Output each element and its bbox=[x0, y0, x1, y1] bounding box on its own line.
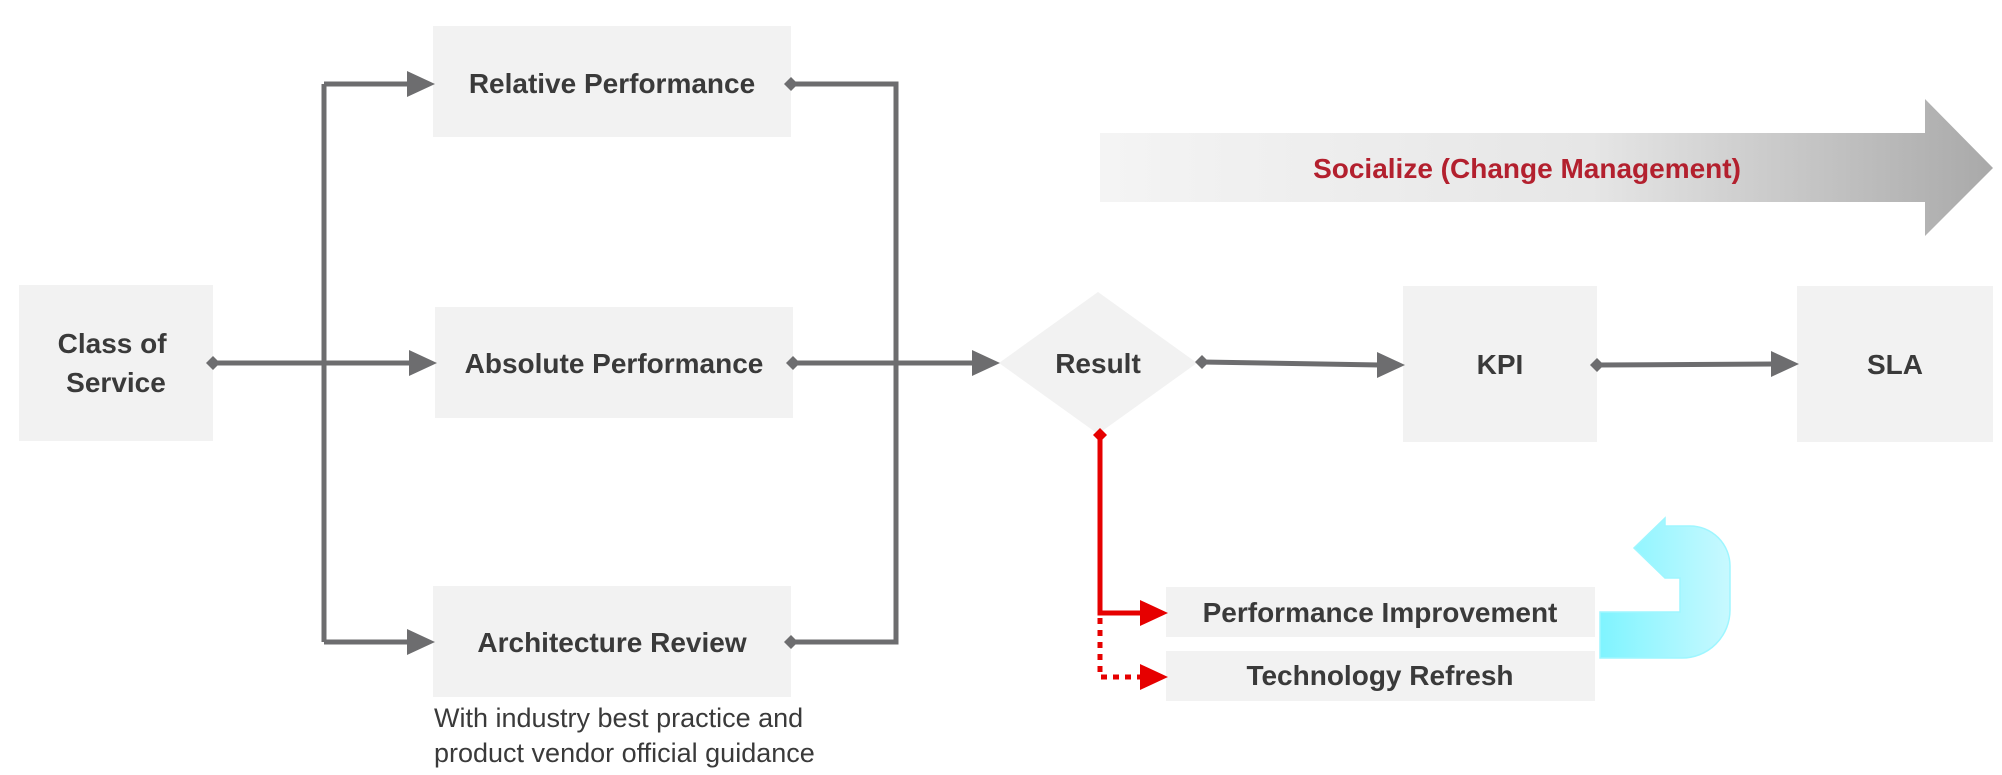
architecture-review-box: Architecture Review bbox=[433, 586, 791, 697]
arrowhead-to-architecture bbox=[407, 629, 435, 655]
architecture-review-rect bbox=[433, 586, 791, 697]
sla-rect bbox=[1797, 286, 1993, 442]
dot-relative bbox=[784, 77, 798, 91]
dot-result bbox=[1195, 355, 1209, 369]
result-diamond-shape bbox=[999, 292, 1197, 434]
class-of-service-label-line1: Class of bbox=[58, 328, 168, 359]
connector-result-to-kpi bbox=[1201, 359, 1381, 368]
gray-connector-dots bbox=[206, 77, 1604, 649]
technology-refresh-label: Technology Refresh bbox=[1246, 660, 1513, 691]
performance-improvement-rect bbox=[1166, 587, 1595, 637]
arrowhead-to-absolute bbox=[409, 350, 437, 376]
result-diamond: Result bbox=[999, 292, 1197, 434]
connector-result-to-refresh-dotted bbox=[1097, 618, 1146, 680]
connector-result-to-improvement bbox=[1097, 435, 1146, 616]
architecture-review-note: With industry best practice and product … bbox=[434, 703, 815, 768]
arrowhead-to-result bbox=[972, 350, 1000, 376]
technology-refresh-rect bbox=[1166, 651, 1595, 701]
arrowhead-to-sla bbox=[1771, 351, 1799, 377]
u-turn-arrow-shape bbox=[1599, 516, 1731, 659]
u-turn-arrow-icon bbox=[1599, 516, 1731, 659]
relative-performance-rect bbox=[433, 26, 791, 137]
kpi-box: KPI bbox=[1403, 286, 1597, 442]
absolute-performance-box: Absolute Performance bbox=[435, 307, 793, 418]
kpi-rect bbox=[1403, 286, 1597, 442]
absolute-performance-rect bbox=[435, 307, 793, 418]
class-of-service-label: Class of Service bbox=[58, 328, 175, 398]
change-management-banner: Socialize (Change Management) bbox=[1100, 99, 1993, 236]
gray-arrowheads bbox=[407, 71, 1799, 655]
performance-improvement-box: Performance Improvement bbox=[1166, 587, 1595, 637]
arrowhead-to-refresh bbox=[1140, 664, 1168, 690]
kpi-label: KPI bbox=[1477, 349, 1524, 380]
performance-improvement-label: Performance Improvement bbox=[1203, 597, 1558, 628]
absolute-performance-label: Absolute Performance bbox=[465, 348, 764, 379]
dot-class bbox=[206, 356, 220, 370]
note-line1: With industry best practice and bbox=[434, 703, 803, 733]
arrowhead-to-improvement bbox=[1140, 600, 1168, 626]
dot-kpi bbox=[1590, 358, 1604, 372]
connector-kpi-to-sla bbox=[1596, 361, 1775, 368]
note-line2: product vendor official guidance bbox=[434, 738, 815, 768]
banner-label: Socialize (Change Management) bbox=[1313, 153, 1741, 184]
arrowhead-to-relative bbox=[407, 71, 435, 97]
red-connectors bbox=[1093, 428, 1168, 690]
class-of-service-label-line2: Service bbox=[66, 367, 166, 398]
class-of-service-rect bbox=[19, 285, 213, 441]
sla-label: SLA bbox=[1867, 349, 1923, 380]
class-of-service-box: Class of Service bbox=[19, 285, 213, 441]
architecture-review-note-text: With industry best practice and product … bbox=[434, 703, 815, 768]
relative-performance-box: Relative Performance bbox=[433, 26, 791, 137]
dot-architecture bbox=[784, 635, 798, 649]
sla-box: SLA bbox=[1797, 286, 1993, 442]
arrowhead-to-kpi bbox=[1377, 352, 1405, 378]
relative-performance-label: Relative Performance bbox=[469, 68, 755, 99]
architecture-review-label: Architecture Review bbox=[477, 627, 746, 658]
technology-refresh-box: Technology Refresh bbox=[1166, 651, 1595, 701]
banner-arrow-shape bbox=[1100, 99, 1993, 236]
result-label: Result bbox=[1055, 348, 1141, 379]
dot-absolute bbox=[786, 356, 800, 370]
gray-connectors bbox=[213, 81, 1775, 645]
